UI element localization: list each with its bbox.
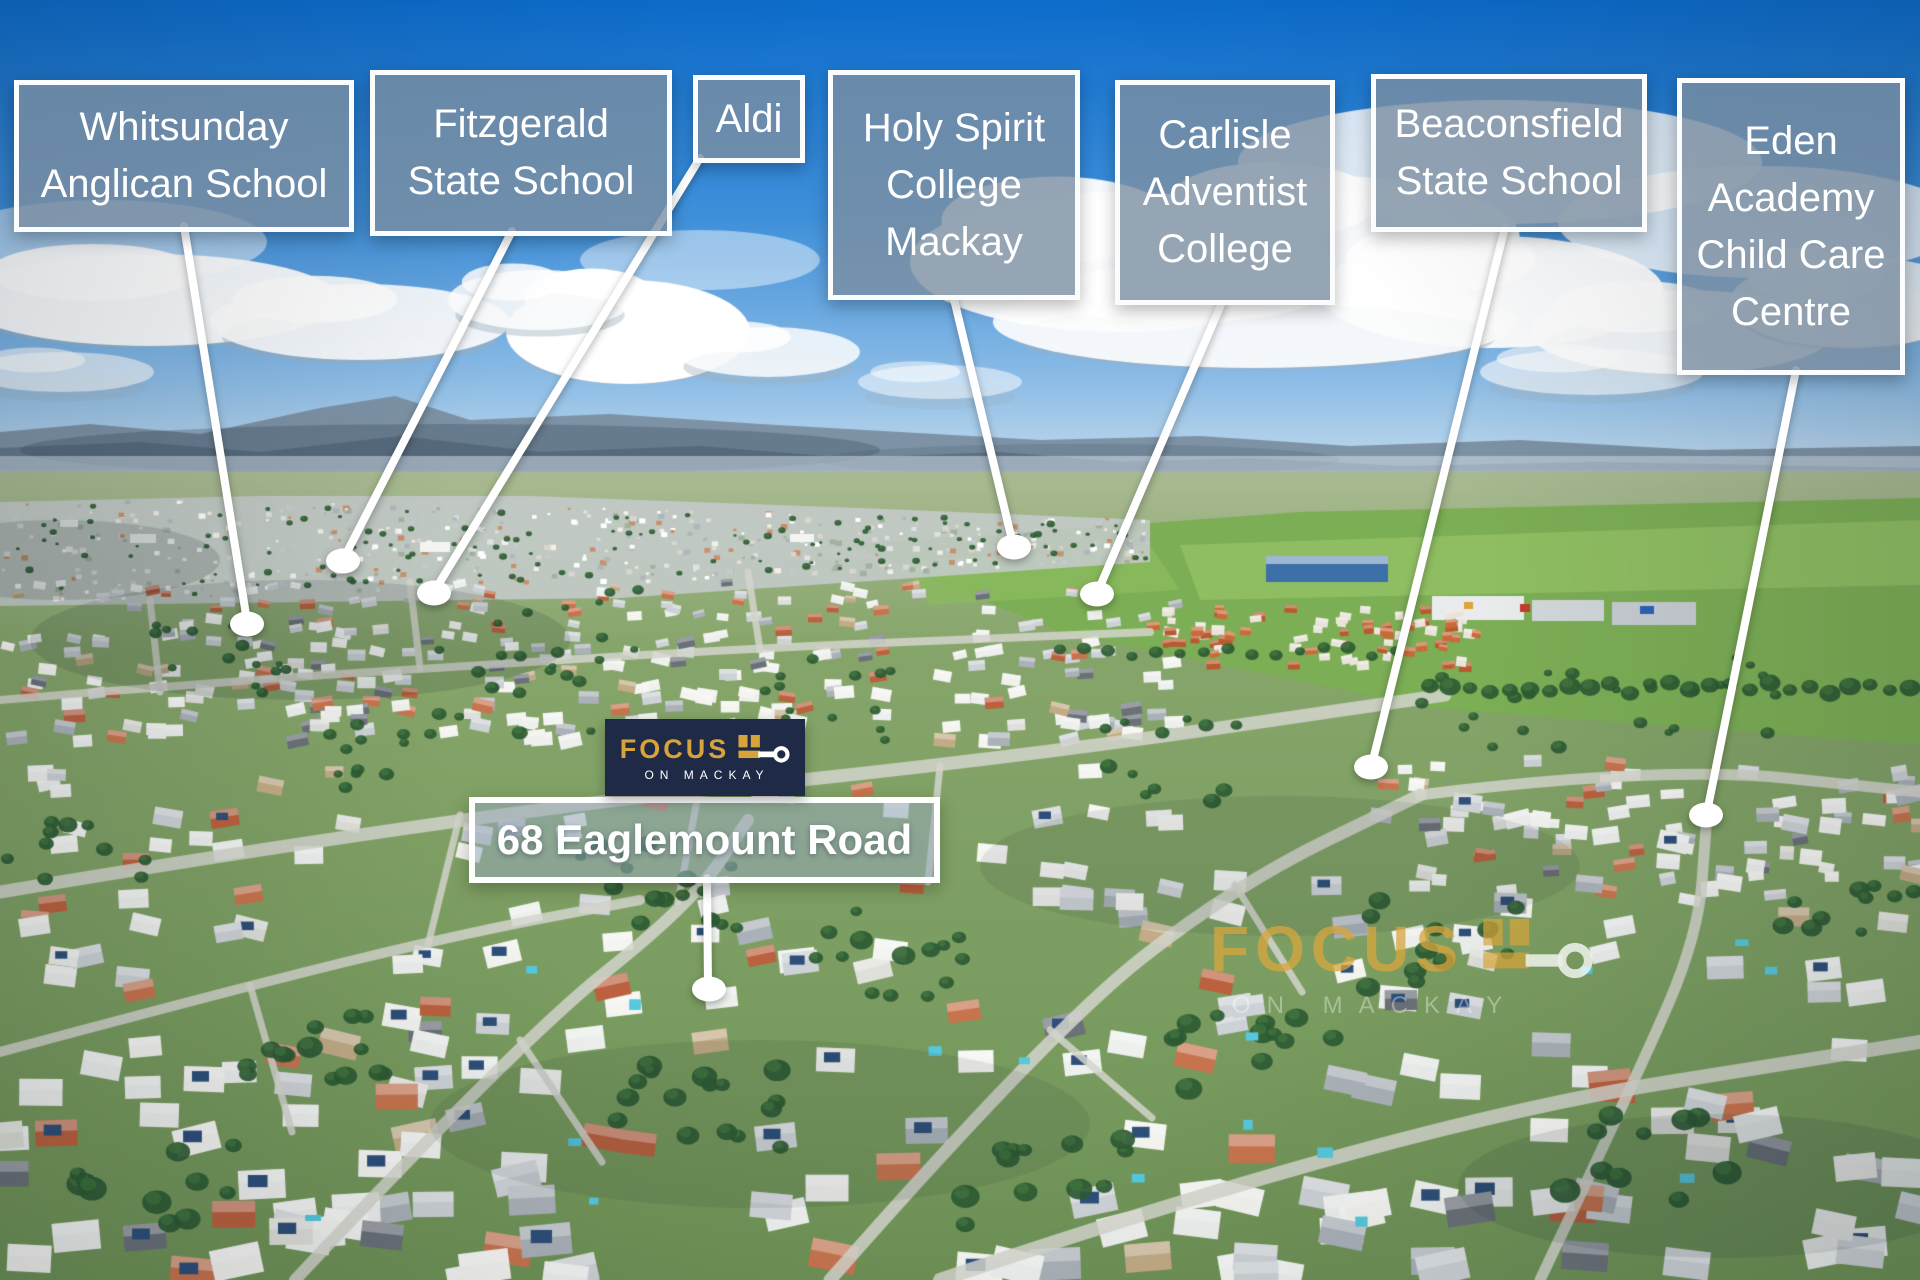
callout-text-line: Whitsunday	[79, 105, 289, 149]
callout-whitsunday-anglican-school: Whitsunday Anglican School	[14, 80, 354, 232]
map-marker-carlisle-adventist-college	[1080, 581, 1114, 607]
map-marker-aldi	[417, 580, 451, 606]
leader-line-property	[703, 874, 712, 990]
map-marker-fitzgerald-state-school	[326, 548, 360, 574]
callout-text-line: Aldi	[715, 96, 783, 141]
leader-line-beaconsfield-state-school	[1368, 223, 1509, 768]
callout-text-line: College	[1157, 227, 1293, 271]
leader-line-holy-spirit-college	[949, 291, 1017, 548]
callout-text-line: State School	[407, 159, 635, 203]
map-marker-property	[692, 976, 726, 1002]
callout-text-line: Academy	[1707, 175, 1875, 220]
property-address-label: 68 Eaglemount Road	[469, 797, 940, 883]
callout-carlisle-adventist-college: Carlisle Adventist College	[1115, 80, 1335, 305]
map-marker-beaconsfield-state-school	[1354, 754, 1388, 780]
callout-holy-spirit-college: Holy Spirit College Mackay	[828, 70, 1080, 300]
callout-text-line: Centre	[1730, 289, 1852, 334]
callout-text-line: Child Care	[1696, 232, 1886, 277]
map-marker-whitsunday-anglican-school	[230, 611, 264, 637]
callout-text-line: College	[886, 162, 1022, 207]
callout-eden-academy-child-care: Eden Academy Child Care Centre	[1677, 78, 1905, 375]
leader-line-eden-academy	[1703, 366, 1800, 816]
callout-aldi: Aldi	[693, 75, 805, 163]
leader-line-carlisle-adventist-college	[1094, 296, 1227, 595]
callout-text-line: Adventist	[1142, 170, 1308, 214]
leader-line-whitsunday-anglican-school	[180, 222, 251, 625]
brand-tagline: ON MACKAY	[644, 767, 770, 782]
callout-text-line: Anglican School	[40, 162, 328, 206]
map-marker-eden-academy	[1689, 802, 1723, 828]
brand-logo-card: FOCUS ON MACKAY	[605, 719, 805, 796]
callout-text-line: Beaconsfield	[1394, 102, 1624, 146]
watermark-brand-name: FOCUS	[1210, 913, 1464, 985]
callout-fitzgerald-state-school: Fitzgerald State School	[370, 70, 672, 236]
watermark-tagline: ON MACKAY	[1232, 992, 1519, 1019]
callout-beaconsfield-state-school: Beaconsfield State School	[1371, 74, 1647, 232]
map-marker-holy-spirit-college	[997, 534, 1031, 560]
brand-name: FOCUS	[619, 733, 730, 764]
key-icon	[738, 735, 790, 763]
brand-watermark: FOCUS ON MACKAY	[1210, 912, 1594, 1020]
callout-text-line: Eden	[1744, 118, 1838, 163]
callout-text-line: Fitzgerald	[433, 102, 609, 146]
callout-text-line: Mackay	[885, 219, 1023, 264]
callout-text-line: Holy Spirit	[862, 105, 1046, 150]
callout-text-line: Carlisle	[1158, 113, 1292, 157]
property-address-text: 68 Eaglemount Road	[496, 816, 913, 863]
callout-text-line: State School	[1395, 159, 1623, 203]
key-icon	[1483, 919, 1593, 979]
leader-line-fitzgerald-state-school	[340, 227, 516, 562]
